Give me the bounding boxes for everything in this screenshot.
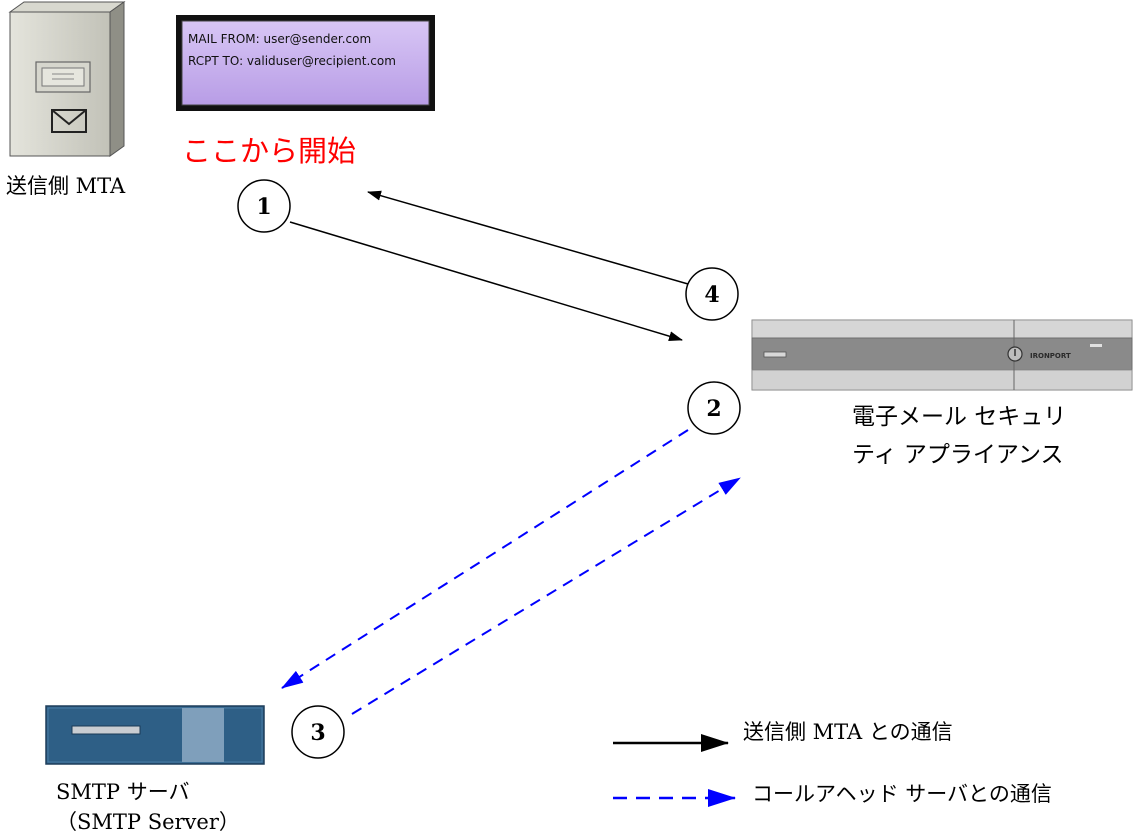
legend-callahead-label: コールアヘッド サーバとの通信 bbox=[752, 782, 1052, 806]
arrow-step-3 bbox=[351, 477, 741, 715]
arrow-step-1 bbox=[289, 221, 683, 342]
appliance-label-line2: ティ アプライアンス bbox=[852, 442, 1064, 468]
appliance-label-line1: 電子メール セキュリ bbox=[852, 404, 1067, 430]
email-security-appliance-icon: IRONPORT bbox=[751, 319, 1133, 391]
step-3-marker: 3 bbox=[291, 705, 345, 759]
legend-sender-mta-label: 送信側 MTA との通信 bbox=[743, 720, 953, 744]
start-here-label: ここから開始 bbox=[182, 134, 357, 168]
mail-from-line: MAIL FROM: user@sender.com bbox=[188, 32, 372, 46]
svg-text:1: 1 bbox=[256, 194, 271, 220]
step-4-marker: 4 bbox=[685, 267, 739, 321]
step-2-marker: 2 bbox=[687, 381, 741, 435]
message-envelope-box bbox=[176, 15, 435, 111]
sender-mta-icon bbox=[8, 1, 126, 157]
svg-text:2: 2 bbox=[706, 396, 721, 422]
smtp-server-icon bbox=[45, 705, 265, 765]
smtp-server-label-line1: SMTP サーバ bbox=[56, 780, 190, 804]
svg-text:4: 4 bbox=[704, 282, 719, 308]
appliance-brand-text: IRONPORT bbox=[1030, 352, 1071, 360]
rcpt-to-line: RCPT TO: validuser@recipient.com bbox=[188, 54, 396, 68]
svg-text:3: 3 bbox=[310, 720, 325, 746]
arrow-step-2 bbox=[281, 429, 689, 689]
step-1-marker: 1 bbox=[237, 179, 291, 233]
smtp-server-label: SMTP サーバ （SMTP Server） bbox=[56, 777, 240, 837]
sender-mta-label: 送信側 MTA bbox=[6, 174, 126, 198]
arrow-step-4 bbox=[367, 190, 689, 285]
smtp-server-label-line2: （SMTP Server） bbox=[56, 810, 240, 834]
appliance-label: 電子メール セキュリ ティ アプライアンス bbox=[852, 398, 1066, 474]
mail-envelope-icon bbox=[51, 109, 87, 133]
envelope-text: MAIL FROM: user@sender.com RCPT TO: vali… bbox=[188, 28, 428, 72]
